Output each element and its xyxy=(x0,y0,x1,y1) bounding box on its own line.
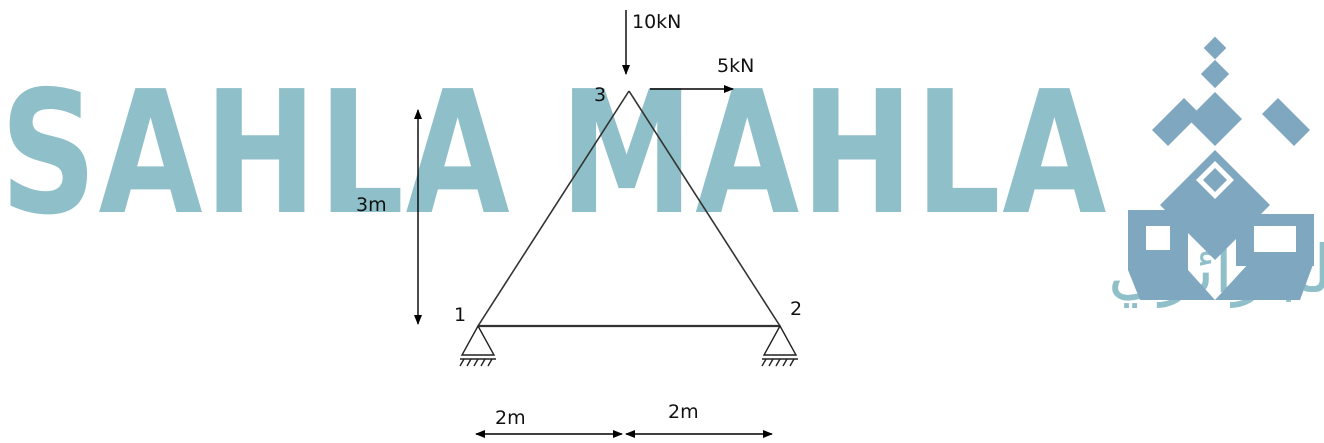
dimension-lines xyxy=(414,109,773,438)
node-label-3: 3 xyxy=(594,84,606,106)
watermark: SAHLA MAHLA المصدر الاول للطالب الجزائري xyxy=(0,36,1324,308)
pin-support-icon xyxy=(459,324,496,367)
height-dimension-label: 3m xyxy=(356,194,387,216)
truss-members xyxy=(477,90,781,328)
right-span-label: 2m xyxy=(668,401,699,423)
sahla-mahla-logo-icon xyxy=(1128,36,1314,300)
pin-support-icon xyxy=(761,324,798,367)
member-3-2 xyxy=(628,90,781,327)
node-label-1: 1 xyxy=(454,304,466,326)
horizontal-load-label: 5kN xyxy=(717,55,754,77)
left-span-label: 2m xyxy=(495,407,526,429)
watermark-latin-text: SAHLA MAHLA xyxy=(0,55,1108,253)
vertical-load-label: 10kN xyxy=(632,11,681,33)
node-label-2: 2 xyxy=(790,298,802,320)
load-arrows xyxy=(622,10,734,93)
member-1-3 xyxy=(477,90,630,327)
